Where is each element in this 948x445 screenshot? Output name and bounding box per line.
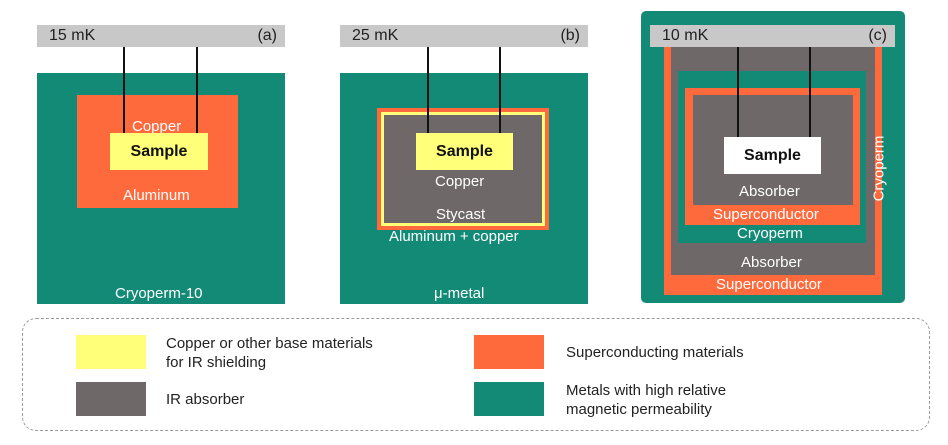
panel-b-mu-metal-label: μ-metal — [434, 285, 485, 302]
panel-a-temperature-stage: 15 mK (a) — [37, 25, 285, 47]
legend-orange-text: Superconducting materials — [566, 344, 744, 361]
panel-c-cryoperm-outer-label: Cryoperm — [870, 135, 888, 202]
panel-c-cryoperm-inner-label: Cryoperm — [737, 225, 803, 242]
legend-yellow-line-1: Copper or other base materials — [166, 335, 373, 352]
panel-c-wire-right — [809, 47, 811, 137]
panel-b-temperature: 25 mK — [352, 27, 399, 44]
panel-b-copper-label: Copper — [435, 173, 485, 190]
legend-teal-swatch — [474, 382, 544, 416]
panel-c-absorber-outer-label: Absorber — [741, 254, 802, 271]
panel-c-superconductor-inner-label: Superconductor — [713, 206, 819, 223]
panel-b-wire-right — [499, 47, 501, 133]
legend-gray-text: IR absorber — [166, 391, 245, 408]
panel-a-wire-right — [196, 47, 198, 133]
panel-a-sample: Sample — [110, 133, 208, 170]
legend-yellow-swatch — [76, 335, 146, 369]
panel-c-temperature: 10 mK — [662, 27, 709, 44]
panel-a-wire-left — [123, 47, 125, 133]
legend-teal-line-2: magnetic permeability — [566, 401, 712, 418]
panel-b-wire-left — [427, 47, 429, 133]
panel-c-absorber-inner-label: Absorber — [739, 183, 800, 200]
panel-b-tag: (b) — [560, 27, 580, 44]
panel-b-temperature-stage: 25 mK (b) — [340, 25, 588, 47]
panel-b-stycast-label: Stycast — [436, 206, 486, 223]
panel-a-tag: (a) — [257, 27, 277, 44]
legend-box: Copper or other base materials for IR sh… — [22, 318, 930, 431]
legend-teal-text: Metals with high relative magnetic perme… — [566, 381, 726, 419]
legend-teal-line-1: Metals with high relative — [566, 382, 727, 399]
panel-c-tag: (c) — [868, 27, 887, 44]
panel-a-copper-label: Copper — [132, 118, 182, 135]
panel-c-temperature-stage: 10 mK (c) — [650, 25, 895, 47]
panel-c-sample: Sample — [724, 137, 821, 174]
panel-c-wire-left — [737, 47, 739, 137]
legend-gray-swatch — [76, 382, 146, 416]
legend-yellow-line-2: for IR shielding — [166, 354, 267, 371]
panel-b-aluminum-copper-label: Aluminum + copper — [389, 228, 519, 245]
legend-yellow-text: Copper or other base materials for IR sh… — [166, 334, 373, 372]
panel-c-superconductor-outer-label: Superconductor — [716, 276, 822, 293]
panel-b-sample: Sample — [416, 133, 513, 170]
panel-a-cryoperm-label: Cryoperm-10 — [115, 285, 203, 302]
panel-a-temperature: 15 mK — [49, 27, 96, 44]
panel-a-aluminum-label: Aluminum — [123, 187, 190, 204]
legend-orange-swatch — [474, 335, 544, 369]
